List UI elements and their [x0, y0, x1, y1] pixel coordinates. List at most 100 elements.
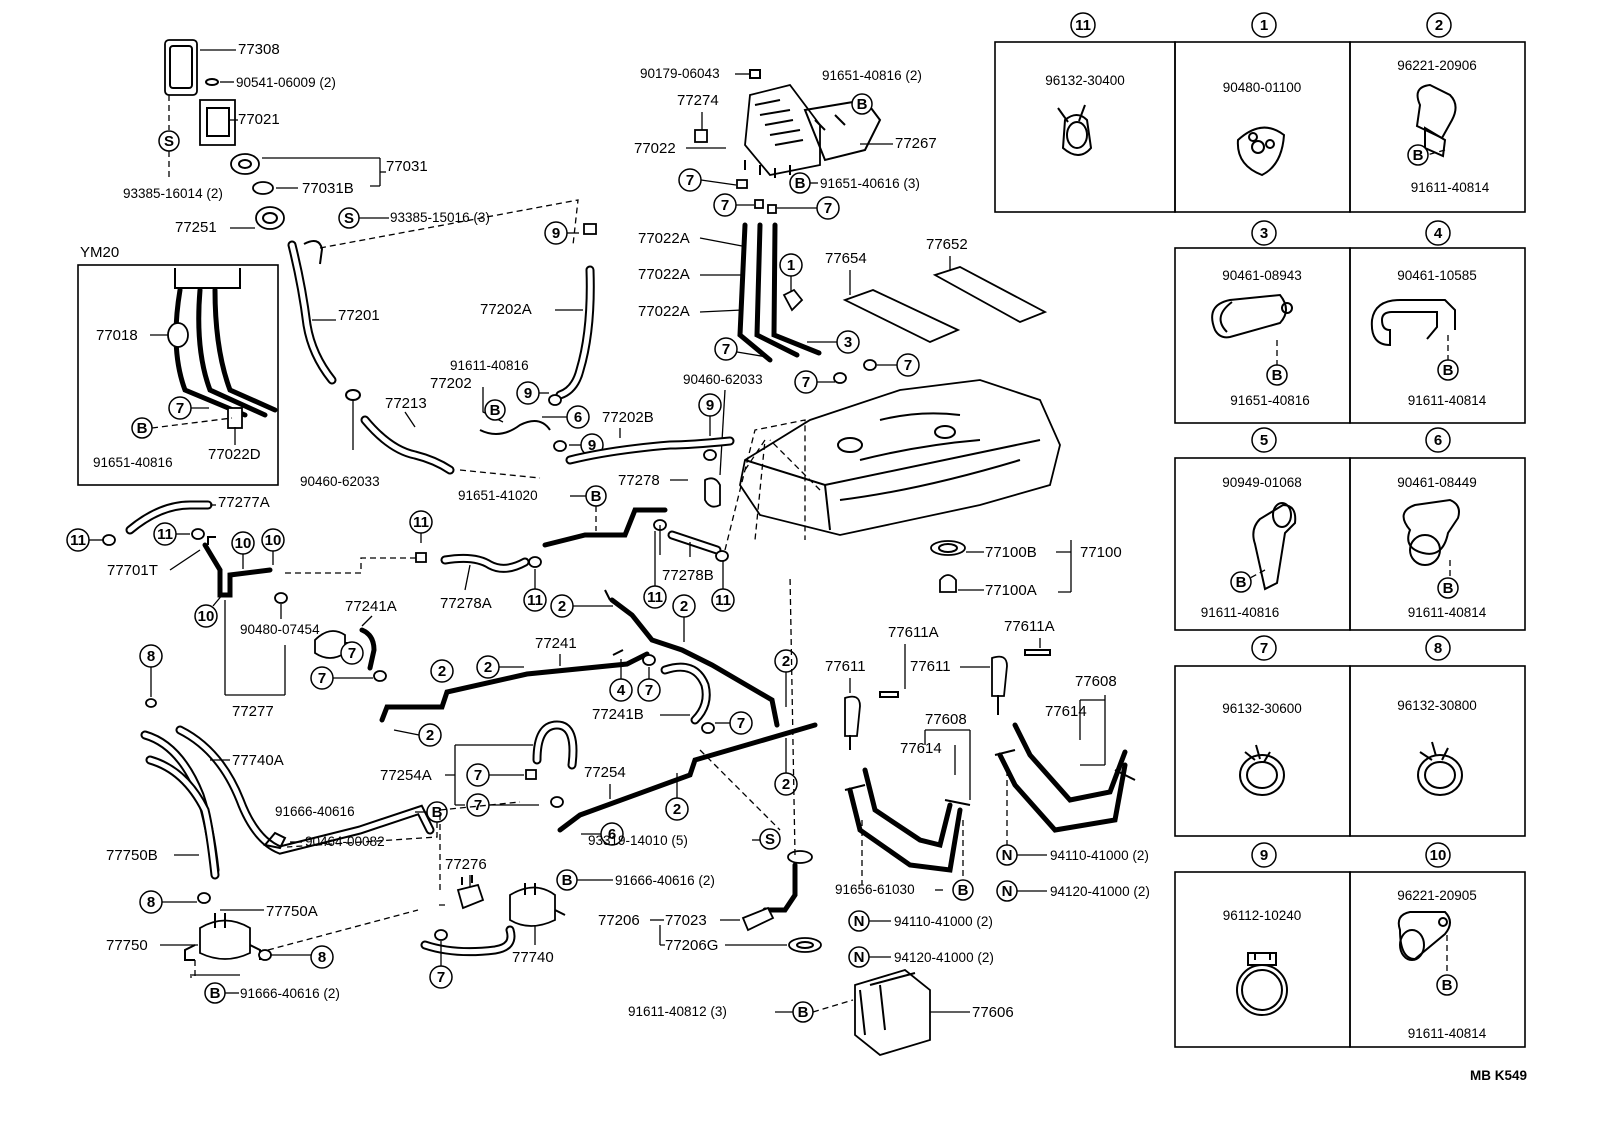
- label-94120-41000-2-a: 94120-41000 (2): [1050, 884, 1150, 899]
- ym20-inset: YM20 77018 7 B 91651-40816 77022D: [77, 244, 279, 486]
- legend-part-7: 96132-30600: [1222, 701, 1302, 716]
- svg-text:2: 2: [680, 598, 688, 615]
- legend-part-5: 90949-01068: [1222, 475, 1302, 490]
- svg-text:11: 11: [413, 514, 429, 531]
- label-77023: 77023: [665, 912, 707, 929]
- svg-text:B: B: [210, 985, 221, 1002]
- label-77031: 77031: [386, 158, 428, 175]
- label-77652: 77652: [926, 236, 968, 253]
- svg-text:7: 7: [645, 682, 653, 699]
- nut-symbol: N: [848, 946, 870, 968]
- svg-text:10: 10: [198, 608, 215, 625]
- bolt-symbol: B: [484, 399, 506, 421]
- svg-text:11: 11: [647, 589, 663, 606]
- label-77654: 77654: [825, 250, 867, 267]
- label-77278: 77278: [618, 472, 660, 489]
- svg-text:7: 7: [824, 200, 832, 217]
- callout-7: 7: [340, 641, 364, 665]
- label-77021: 77021: [238, 111, 280, 128]
- svg-text:7: 7: [348, 645, 356, 662]
- svg-text:7: 7: [1260, 640, 1268, 657]
- label-91651-41020: 91651-41020: [458, 488, 538, 503]
- label-77241B: 77241B: [592, 706, 644, 723]
- label-91651-40816-inset: 91651-40816: [93, 455, 173, 470]
- svg-text:2: 2: [558, 598, 566, 615]
- callout-10: 10: [231, 531, 255, 555]
- legend-cell-8: [1349, 665, 1526, 837]
- label-77022: 77022: [634, 140, 676, 157]
- bolt-symbol: B: [851, 93, 873, 115]
- label-93319-14010: 93319-14010 (5): [588, 833, 688, 848]
- label-77750: 77750: [106, 937, 148, 954]
- label-77202B: 77202B: [602, 409, 654, 426]
- svg-text:5: 5: [1260, 432, 1268, 449]
- svg-text:6: 6: [1434, 432, 1442, 449]
- callout-7: 7: [678, 168, 702, 192]
- bolt-symbol: B: [1236, 574, 1247, 591]
- callout-2: 2: [665, 797, 689, 821]
- label-77267: 77267: [895, 135, 937, 152]
- label-77022A-2: 77022A: [638, 266, 690, 283]
- canister-group: 90179-06043 77274 77022 91651-40816 (2) …: [634, 66, 1048, 394]
- svg-text:9: 9: [524, 385, 532, 402]
- callout-7: 7: [310, 666, 334, 690]
- legend-part-9: 96112-10240: [1223, 908, 1302, 923]
- label-77274: 77274: [677, 92, 719, 109]
- legend-bolt-5: 91611-40816: [1201, 605, 1280, 620]
- legend-num-11: 11: [1070, 12, 1096, 38]
- group-77241: 77241A 7 7 2 2 77241 2 2 2 2 4 7 77241B …: [310, 589, 798, 747]
- svg-text:4: 4: [617, 682, 626, 699]
- legend-cell-6: [1349, 457, 1526, 631]
- svg-text:3: 3: [844, 334, 852, 351]
- callout-11: 11: [523, 588, 547, 612]
- clamp-11-drawing: [1057, 104, 1093, 156]
- label-77206: 77206: [598, 912, 640, 929]
- label-90179-06043: 90179-06043: [640, 66, 720, 81]
- svg-text:B: B: [432, 804, 443, 821]
- label-77276: 77276: [445, 856, 487, 873]
- svg-text:7: 7: [802, 374, 810, 391]
- svg-text:1: 1: [1260, 17, 1268, 34]
- legend-num-3: 3: [1251, 220, 1277, 246]
- svg-text:7: 7: [437, 969, 445, 986]
- callout-7: 7: [168, 396, 192, 420]
- svg-text:2: 2: [484, 659, 492, 676]
- svg-text:S: S: [344, 210, 354, 227]
- svg-text:7: 7: [686, 172, 694, 189]
- svg-text:7: 7: [737, 715, 745, 732]
- bolt-symbol: B: [556, 869, 578, 891]
- svg-text:8: 8: [1434, 640, 1442, 657]
- label-77614-2: 77614: [1045, 703, 1087, 720]
- svg-text:9: 9: [552, 225, 560, 242]
- label-77277: 77277: [232, 703, 274, 720]
- hose-clamp-7-drawing: [1239, 744, 1285, 796]
- bolt-symbol: B: [426, 801, 448, 823]
- svg-text:2: 2: [782, 653, 790, 670]
- svg-text:7: 7: [474, 797, 482, 814]
- label-94110-41000-2-b: 94110-41000 (2): [894, 914, 993, 929]
- label-91666-40616-2-b: 91666-40616 (2): [615, 873, 715, 888]
- callout-10: 10: [261, 528, 285, 552]
- legend-num-5: 5: [1251, 427, 1277, 453]
- legend-num-1: 1: [1251, 12, 1277, 38]
- legend-num-7: 7: [1251, 635, 1277, 661]
- svg-text:7: 7: [722, 341, 730, 358]
- seal-symbol: S: [158, 130, 180, 152]
- label-91666-40616-2-a: 91666-40616 (2): [240, 986, 340, 1001]
- legend-num-8: 8: [1425, 635, 1451, 661]
- label-77611-2: 77611: [910, 658, 951, 675]
- label-93385-16014: 93385-16014 (2): [123, 186, 223, 201]
- svg-text:N: N: [1002, 883, 1013, 900]
- label-77277A: 77277A: [218, 494, 270, 511]
- bolt-symbol: B: [952, 879, 974, 901]
- label-77278A: 77278A: [440, 595, 492, 612]
- callout-7: 7: [816, 196, 840, 220]
- bracket-5-drawing: B: [1230, 502, 1297, 593]
- diagram-code: MB K549: [1470, 1068, 1527, 1083]
- svg-text:7: 7: [176, 400, 184, 417]
- legend-bolt-4: 91611-40814: [1408, 393, 1487, 408]
- bolt-symbol: B: [792, 1001, 814, 1023]
- label-77740A: 77740A: [232, 752, 284, 769]
- svg-text:11: 11: [70, 532, 86, 549]
